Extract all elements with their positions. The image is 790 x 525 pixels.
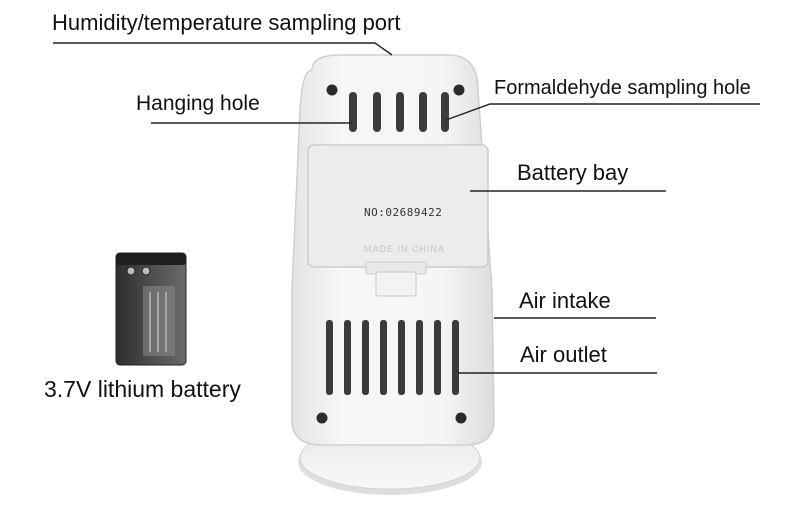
formaldehyde-hole-slot bbox=[441, 92, 449, 132]
battery-terminal bbox=[126, 266, 136, 276]
battery-bay-latch bbox=[375, 271, 417, 297]
screw-holes bbox=[316, 84, 467, 424]
air-vents bbox=[326, 320, 459, 395]
made-in-text: MADE IN CHINA bbox=[364, 244, 446, 254]
hanging-hole-slot bbox=[349, 92, 357, 132]
callout-line-formaldehyde bbox=[445, 103, 760, 121]
label-air-outlet: Air outlet bbox=[520, 342, 607, 367]
battery-bay-cover bbox=[307, 144, 489, 297]
callout-lines bbox=[53, 42, 760, 374]
screw-hole bbox=[453, 84, 465, 96]
label-formaldehyde-hole: Formaldehyde sampling hole bbox=[494, 77, 751, 99]
callout-line-humidity bbox=[53, 42, 393, 56]
screw-hole bbox=[455, 412, 467, 424]
label-air-intake: Air intake bbox=[519, 288, 611, 313]
label-hanging-hole: Hanging hole bbox=[136, 92, 260, 115]
screw-hole bbox=[316, 412, 328, 424]
top-vents bbox=[349, 92, 449, 132]
lithium-battery-illustration bbox=[115, 252, 187, 366]
serial-number-text: NO:02689422 bbox=[364, 206, 443, 219]
label-lithium-battery: 3.7V lithium battery bbox=[44, 376, 241, 402]
label-humidity-port: Humidity/temperature sampling port bbox=[52, 10, 401, 35]
label-battery-bay: Battery bay bbox=[517, 160, 629, 185]
screw-hole bbox=[326, 84, 338, 96]
battery-terminal bbox=[141, 266, 151, 276]
